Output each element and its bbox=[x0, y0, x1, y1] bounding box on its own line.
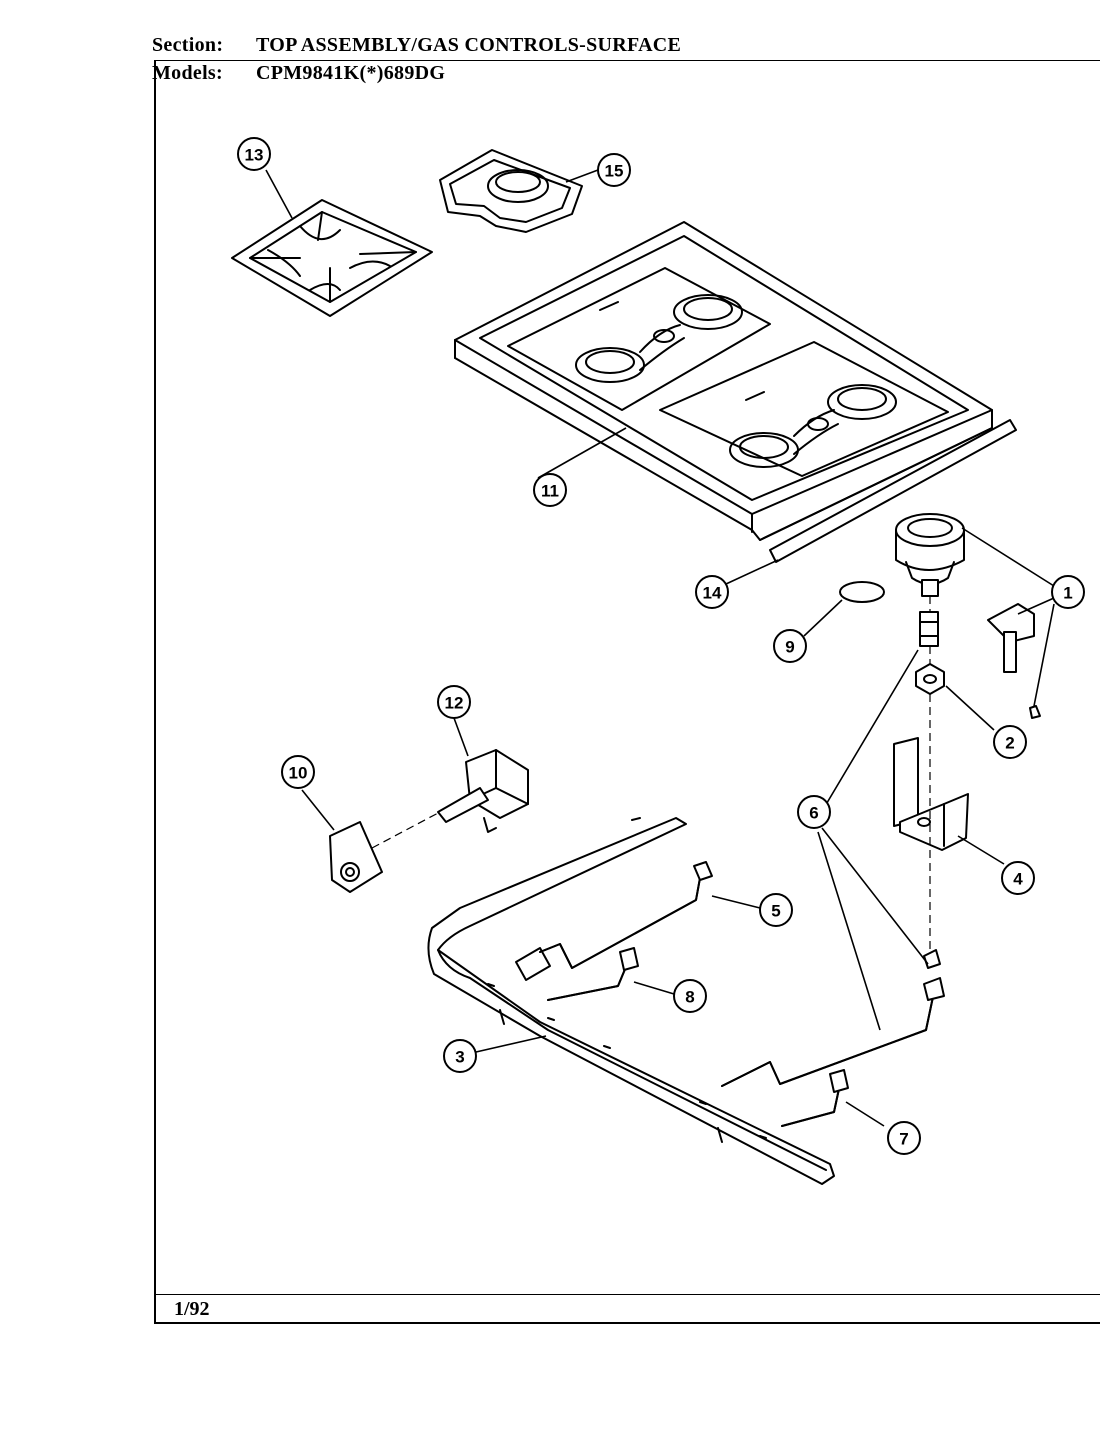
gas-tube-5-part bbox=[515, 861, 713, 981]
svg-text:15: 15 bbox=[605, 162, 624, 181]
hex-nut-part bbox=[915, 663, 945, 695]
models-row: Models: CPM9841K(*)689DG bbox=[152, 62, 445, 85]
svg-text:11: 11 bbox=[541, 482, 559, 501]
svg-text:9: 9 bbox=[785, 638, 794, 657]
surface-burner-part bbox=[895, 513, 1041, 719]
svg-text:6: 6 bbox=[809, 804, 818, 823]
orifice-tube-8-part bbox=[547, 947, 639, 1001]
callout-2: 2 bbox=[993, 725, 1027, 759]
valve-bracket-part bbox=[329, 821, 383, 893]
svg-text:3: 3 bbox=[455, 1048, 464, 1067]
callout-11: 11 bbox=[533, 473, 567, 507]
orifice-tube-7-part bbox=[781, 1069, 849, 1127]
callout-12: 12 bbox=[437, 685, 471, 719]
svg-text:13: 13 bbox=[245, 146, 264, 165]
svg-text:5: 5 bbox=[771, 902, 780, 921]
callout-4: 4 bbox=[1001, 861, 1035, 895]
svg-text:1: 1 bbox=[1063, 584, 1072, 603]
models-label: Models: bbox=[152, 62, 223, 84]
svg-text:4: 4 bbox=[1013, 870, 1023, 889]
section-row: Section: TOP ASSEMBLY/GAS CONTROLS-SURFAC… bbox=[152, 34, 681, 57]
svg-text:14: 14 bbox=[703, 584, 722, 603]
svg-text:2: 2 bbox=[1005, 734, 1014, 753]
svg-text:12: 12 bbox=[445, 694, 464, 713]
callout-14: 14 bbox=[695, 575, 729, 609]
section-label: Section: bbox=[152, 34, 224, 56]
orifice-hood-part bbox=[919, 611, 939, 647]
mounting-bracket-part bbox=[893, 737, 969, 851]
main-top-part bbox=[454, 221, 993, 541]
burner-grate-part bbox=[231, 199, 433, 317]
callout-3: 3 bbox=[443, 1039, 477, 1073]
gas-valve-part bbox=[437, 749, 529, 833]
footer-date: 1/92 bbox=[174, 1298, 210, 1320]
page-frame bbox=[154, 60, 1100, 1324]
callout-6: 6 bbox=[797, 795, 831, 829]
footer-divider bbox=[154, 1294, 1100, 1295]
models-value: CPM9841K(*)689DG bbox=[256, 62, 446, 84]
callout-8: 8 bbox=[673, 979, 707, 1013]
svg-text:7: 7 bbox=[899, 1130, 908, 1149]
svg-text:10: 10 bbox=[289, 764, 308, 783]
callout-9: 9 bbox=[773, 629, 807, 663]
leader-lines bbox=[265, 169, 1055, 1127]
svg-text:8: 8 bbox=[685, 988, 694, 1007]
callout-15: 15 bbox=[597, 153, 631, 187]
manifold-bar-part bbox=[427, 817, 835, 1185]
trim-strip-part bbox=[769, 419, 1017, 563]
callout-10: 10 bbox=[281, 755, 315, 789]
callout-1: 1 bbox=[1051, 575, 1085, 609]
o-ring-part bbox=[839, 581, 885, 603]
callout-5: 5 bbox=[759, 893, 793, 927]
callout-13: 13 bbox=[237, 137, 271, 171]
callout-7: 7 bbox=[887, 1121, 921, 1155]
section-title: TOP ASSEMBLY/GAS CONTROLS-SURFACE bbox=[256, 34, 682, 56]
gas-tube-6-part bbox=[721, 949, 945, 1087]
drip-pan-part bbox=[439, 149, 583, 233]
